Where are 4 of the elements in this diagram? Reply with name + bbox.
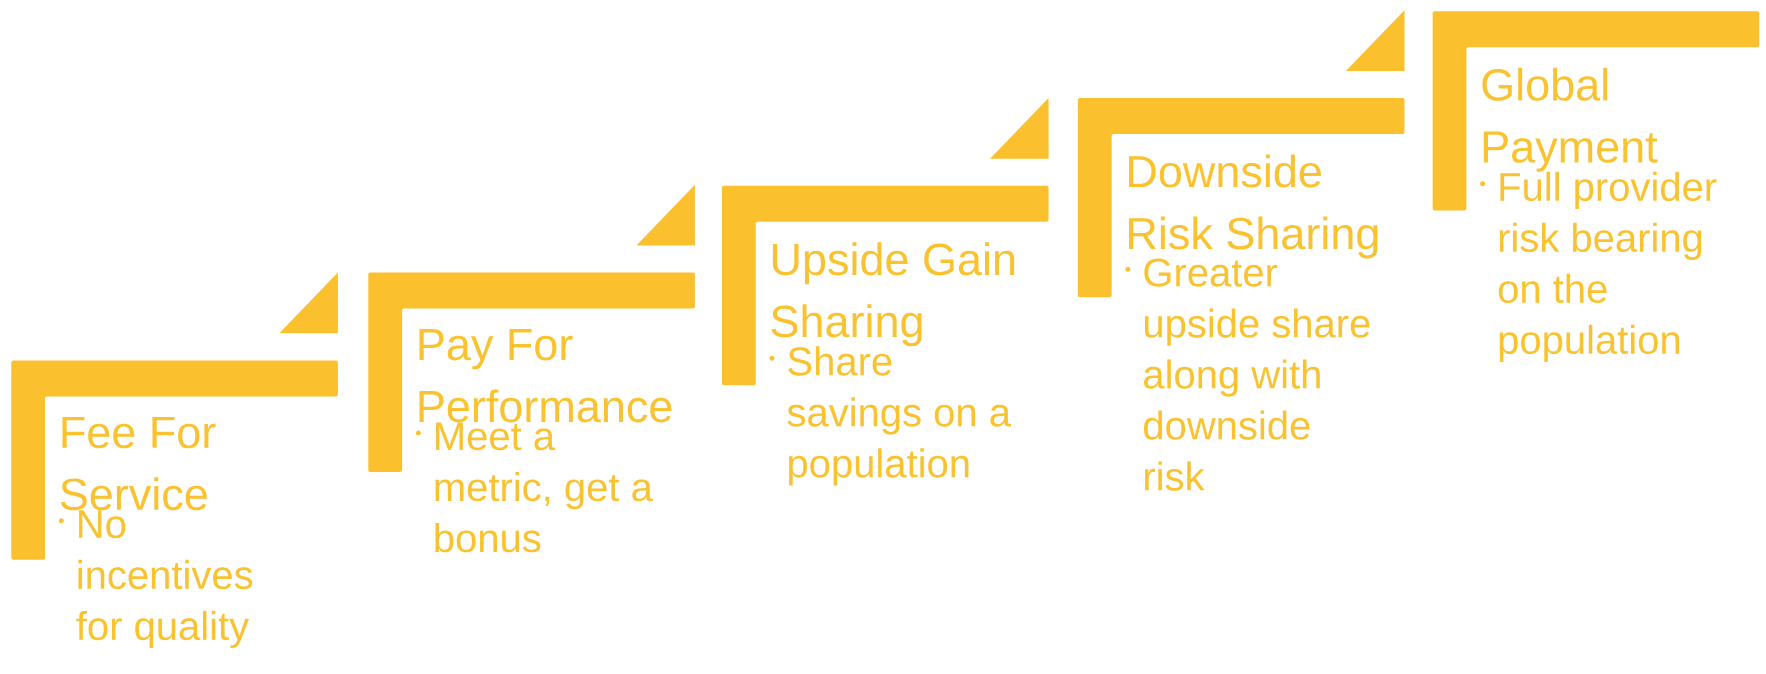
step-heading: Global Payment: [1482, 67, 1658, 172]
bullet-text: Full provider risk bearing on the population: [1498, 171, 1717, 362]
bullet-text: Greater upside share along with downside risk: [1144, 258, 1370, 491]
bullet-text: Share savings on a population: [787, 346, 1011, 486]
